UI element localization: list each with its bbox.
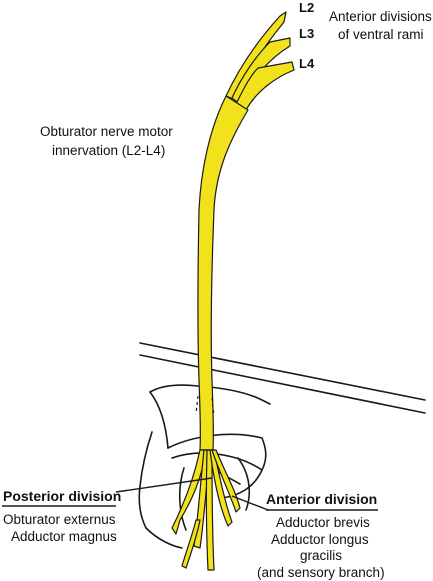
obturator-nerve xyxy=(171,11,295,571)
posterior-muscle-2: Adductor magnus xyxy=(11,529,117,544)
motor-label-line1: Obturator nerve motor xyxy=(40,124,173,139)
obturator-canal-outline xyxy=(149,384,271,405)
nerve-trunk xyxy=(197,95,249,451)
posterior-muscle-1: Obturator externus xyxy=(3,512,116,527)
anterior-muscle-4: (and sensory branch) xyxy=(257,565,385,580)
root-label-l4: L4 xyxy=(299,56,315,71)
inner-ring-right xyxy=(237,457,251,511)
posterior-leader xyxy=(115,477,213,493)
pubic-ramus-upper-edge xyxy=(139,342,426,401)
posterior-division-title: Posterior division xyxy=(3,488,121,504)
pubic-ramus-lower-edge xyxy=(139,354,426,414)
anterior-division-title: Anterior division xyxy=(266,491,377,507)
obturator-membrane-left xyxy=(138,431,153,529)
obturator-canal-left xyxy=(149,391,169,449)
root-label-l2: L2 xyxy=(299,0,314,15)
anterior-muscle-1: Adductor brevis xyxy=(276,515,370,530)
rami-label-line2: of ventral rami xyxy=(338,27,424,42)
anterior-leader xyxy=(231,495,269,511)
leader-lines xyxy=(2,477,378,511)
branch-ant-left xyxy=(205,449,215,571)
inner-ring-left xyxy=(178,467,187,531)
obturator-membrane-bottom xyxy=(145,527,183,549)
motor-label-line2: innervation (L2-L4) xyxy=(52,143,165,158)
branch-sensory xyxy=(181,519,201,569)
anterior-muscle-2: Adductor longus xyxy=(271,532,369,547)
root-label-l3: L3 xyxy=(299,26,314,41)
obturator-canal-bottom xyxy=(167,433,267,471)
obturator-externus-outline xyxy=(171,452,263,499)
rami-label-line1: Anterior divisions xyxy=(329,9,432,24)
branch-ant-mid xyxy=(209,449,233,527)
anterior-muscle-3: gracilis xyxy=(300,548,342,563)
